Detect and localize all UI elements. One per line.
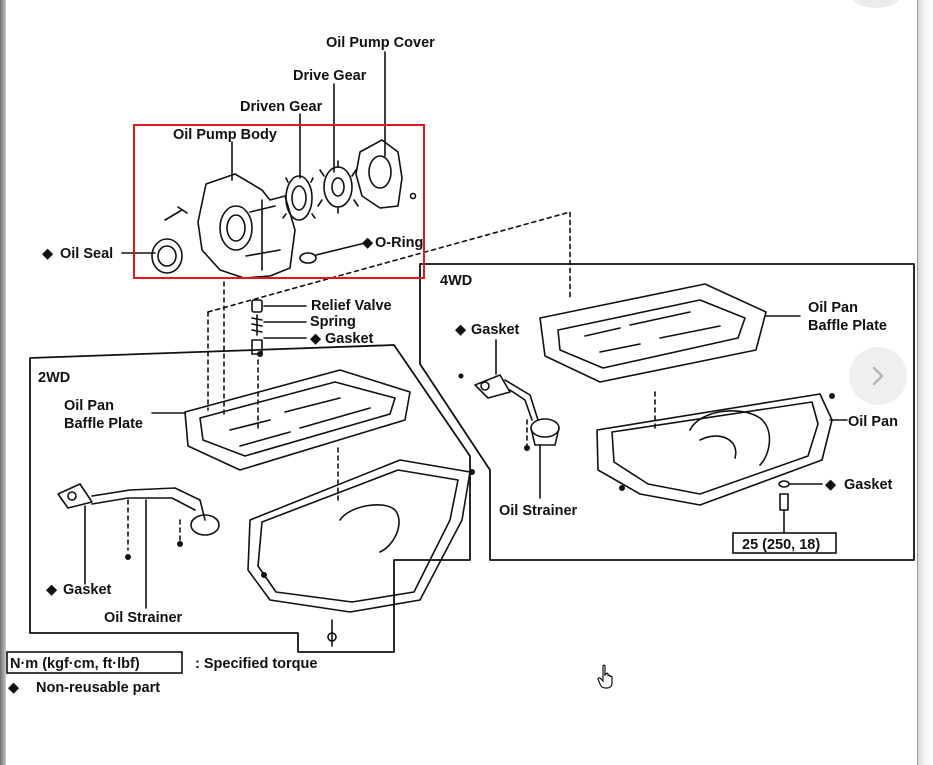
- label-gasket-drain-4wd: Gasket: [844, 477, 893, 493]
- label-oil-pump-cover: Oil Pump Cover: [326, 35, 435, 51]
- previous-button[interactable]: [848, 0, 904, 8]
- legend-non-reusable: Non-reusable part: [36, 680, 160, 696]
- driven-gear-drawing: [282, 175, 316, 221]
- non-reusable-marker: ◆: [362, 235, 374, 251]
- label-baffle-2wd-line2: Baffle Plate: [64, 416, 143, 432]
- oil-pump-body-drawing: [197, 173, 296, 279]
- non-reusable-marker: ◆: [825, 477, 837, 493]
- label-baffle-2wd-line1: Oil Pan: [64, 398, 114, 414]
- 2wd-baffle-plate-drawing: [184, 369, 411, 471]
- 4wd-section-border: [419, 263, 915, 561]
- relief-valve-drawing: [251, 299, 263, 313]
- label-oil-pan-4wd: Oil Pan: [848, 414, 898, 430]
- spring-drawing: [251, 314, 263, 336]
- torque-box-4wd: [732, 532, 837, 554]
- label-2wd: 2WD: [38, 370, 70, 386]
- highlight-box: [133, 124, 425, 279]
- chevron-right-icon: [872, 366, 884, 386]
- 4wd-oil-pan-drawing: [596, 393, 833, 506]
- label-torque-4wd: 25 (250, 18): [742, 537, 820, 553]
- oil-pump-cover-drawing: [355, 139, 417, 209]
- non-reusable-marker: ◆: [8, 680, 20, 696]
- 2wd-oil-strainer-drawing: [57, 483, 220, 536]
- 2wd-oil-pan-drawing: [247, 459, 471, 613]
- 4wd-baffle-plate-drawing: [539, 283, 767, 383]
- non-reusable-marker: ◆: [310, 331, 322, 347]
- label-relief-valve: Relief Valve: [311, 298, 392, 314]
- o-ring-drawing: [299, 252, 317, 264]
- label-drive-gear: Drive Gear: [293, 68, 367, 84]
- legend-torque-unit: N·m (kgf·cm, ft·lbf): [10, 656, 140, 672]
- viewer-left-edge: [0, 0, 6, 765]
- label-oil-strainer-2wd: Oil Strainer: [104, 610, 183, 626]
- 2wd-drain-plug-drawing: [327, 619, 337, 647]
- 2wd-section-border: [29, 344, 471, 653]
- label-driven-gear: Driven Gear: [240, 99, 323, 115]
- hand-pointer-icon: [597, 664, 613, 689]
- 4wd-drain-plug-drawing: [778, 480, 790, 533]
- viewer-scrollbar[interactable]: [917, 0, 933, 765]
- label-4wd: 4WD: [440, 273, 472, 289]
- legend-torque-box: [6, 651, 183, 674]
- label-gasket-2wd: Gasket: [63, 582, 112, 598]
- drive-gear-drawing: [317, 160, 359, 214]
- label-o-ring: O-Ring: [375, 235, 423, 251]
- non-reusable-marker: ◆: [455, 322, 467, 338]
- label-oil-seal: Oil Seal: [60, 246, 113, 262]
- non-reusable-marker: ◆: [42, 246, 54, 262]
- label-gasket-4wd: Gasket: [471, 322, 520, 338]
- label-gasket-relief: Gasket: [325, 331, 374, 347]
- non-reusable-marker: ◆: [46, 582, 58, 598]
- label-spring: Spring: [310, 314, 356, 330]
- legend-torque-desc: : Specified torque: [195, 656, 317, 672]
- oil-seal-drawing: [151, 238, 183, 274]
- label-oil-strainer-4wd: Oil Strainer: [499, 503, 578, 519]
- label-baffle-4wd-line1: Oil Pan: [808, 300, 858, 316]
- bolt-drawing: [164, 206, 188, 221]
- next-button[interactable]: [849, 347, 907, 405]
- 4wd-oil-strainer-drawing: [474, 374, 560, 446]
- label-oil-pump-body: Oil Pump Body: [173, 127, 277, 143]
- label-baffle-4wd-line2: Baffle Plate: [808, 318, 887, 334]
